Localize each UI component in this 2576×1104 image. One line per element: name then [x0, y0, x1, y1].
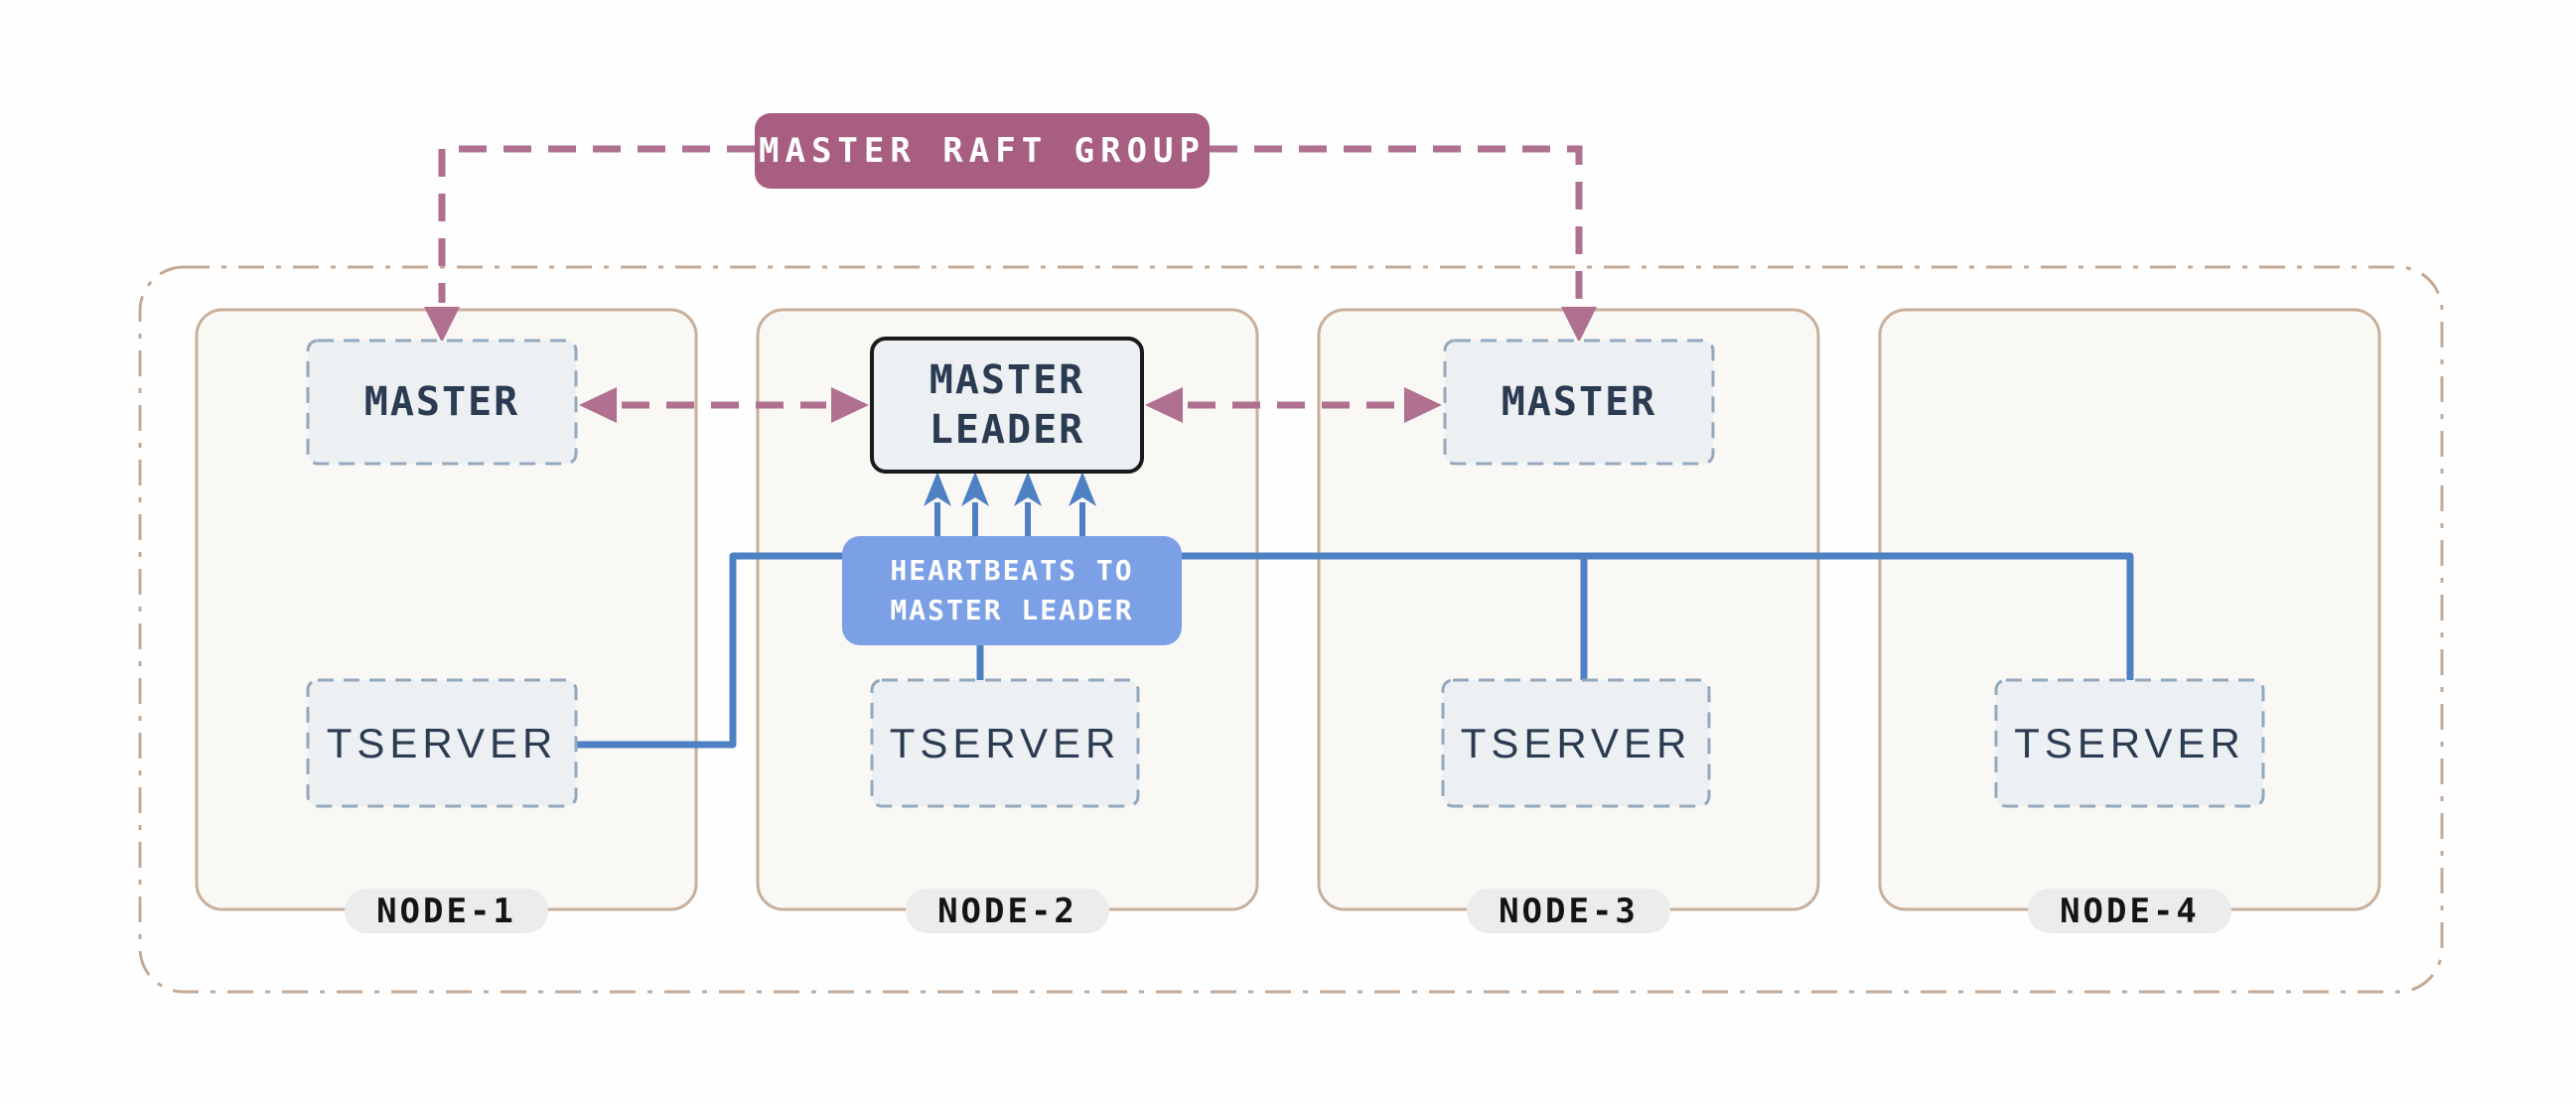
master-leader-shape: [870, 337, 1144, 474]
tserver-4-label: TSERVER: [2014, 719, 2245, 766]
tserver-2-shape: [870, 678, 1140, 808]
tserver-2-label: TSERVER: [889, 719, 1121, 766]
master-3-label: MASTER: [1501, 379, 1657, 425]
raft-group-badge-shape: [755, 113, 1210, 189]
arrow-up-icon: [961, 472, 989, 506]
master-1-shape: [306, 339, 578, 466]
node-1-pill: [345, 889, 548, 933]
heartbeats-line1: HEARTBEATS TO: [890, 554, 1134, 587]
master-leader-line1: MASTER: [929, 357, 1085, 403]
heartbeats-callout-label: HEARTBEATS TO MASTER LEADER: [842, 536, 1182, 645]
tserver-1-label: TSERVER: [326, 719, 558, 766]
node-2-label: NODE-2: [937, 891, 1077, 931]
heartbeats-line2: MASTER LEADER: [890, 594, 1134, 626]
master-leader-label: MASTER LEADER: [872, 339, 1142, 472]
node-4-pill: [2028, 889, 2231, 933]
master-1-label: MASTER: [363, 379, 520, 425]
node-3-pill: [1467, 889, 1670, 933]
arrow-down-icon: [424, 307, 460, 343]
heartbeat-line-trunk: [1182, 552, 2134, 680]
node-4-label: NODE-4: [2060, 891, 2200, 931]
raft-connector-left: [438, 145, 755, 303]
raft-group-badge-label: MASTER RAFT GROUP: [759, 131, 1206, 171]
tserver-1-shape: [306, 678, 578, 808]
node-1-label: NODE-1: [376, 891, 516, 931]
arrow-right-icon: [831, 387, 869, 423]
cluster-boundary: [138, 265, 2444, 994]
raft-connector-right: [1210, 145, 1583, 303]
master-leader-line2: LEADER: [929, 407, 1085, 453]
arrow-right-icon: [1404, 387, 1442, 423]
tserver-3-shape: [1441, 678, 1711, 808]
node-2-pill: [906, 889, 1109, 933]
heartbeat-line-tserver1: [576, 552, 842, 749]
arrow-up-icon: [1069, 472, 1096, 506]
arrow-left-icon: [1145, 387, 1183, 423]
arrow-up-icon: [924, 472, 951, 506]
master-3-shape: [1443, 339, 1715, 466]
heartbeats-callout-shape: [842, 536, 1182, 645]
tserver-4-shape: [1994, 678, 2265, 808]
arrow-left-icon: [579, 387, 617, 423]
tserver-3-label: TSERVER: [1460, 719, 1692, 766]
arrow-down-icon: [1561, 307, 1597, 343]
arrow-up-icon: [1014, 472, 1042, 506]
node-3-label: NODE-3: [1499, 891, 1639, 931]
